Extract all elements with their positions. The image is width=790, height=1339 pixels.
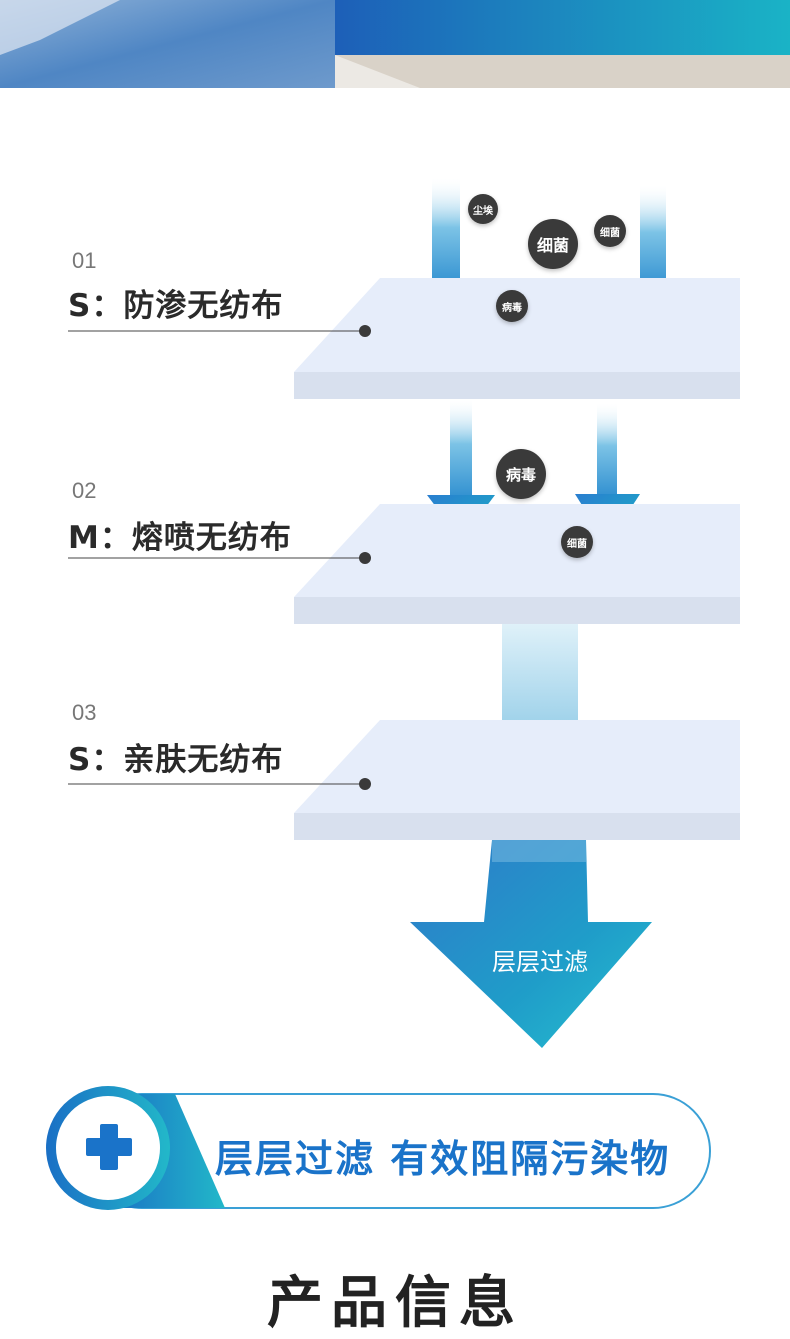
leader-line-2 [68, 552, 371, 564]
leader-line-1 [68, 325, 371, 337]
particle-virus-large: 病毒 [496, 449, 546, 499]
filtration-scene [0, 0, 790, 1210]
filter-layer-2 [294, 504, 740, 624]
filter-layer-3 [294, 720, 740, 840]
output-arrow-label: 层层过滤 [492, 948, 588, 976]
particle-dust: 尘埃 [468, 194, 498, 224]
particle-bacteria-layer2: 细菌 [561, 526, 593, 558]
layer-2-number: 02 [72, 478, 97, 503]
flow-shaft-2-3 [502, 624, 578, 724]
output-arrow [410, 840, 652, 1048]
product-info-title: 产品信息 [267, 1271, 523, 1336]
layer-1-name: S：防渗无纺布 [68, 288, 284, 324]
particle-bacteria-large: 细菌 [528, 219, 578, 269]
layer-2-name: M：熔喷无纺布 [68, 520, 292, 556]
banner-text: 层层过滤 有效阻隔污染物 [215, 1137, 671, 1181]
particle-virus-small: 病毒 [496, 290, 528, 322]
layer-1-number: 01 [72, 248, 97, 273]
particle-bacteria-small: 细菌 [594, 215, 626, 247]
plus-icon [86, 1124, 132, 1170]
header-photo [0, 0, 790, 88]
leader-line-3 [68, 778, 371, 790]
layer-3-number: 03 [72, 700, 97, 725]
layer-3-name: S：亲肤无纺布 [68, 742, 284, 778]
filter-layer-1 [294, 278, 740, 399]
